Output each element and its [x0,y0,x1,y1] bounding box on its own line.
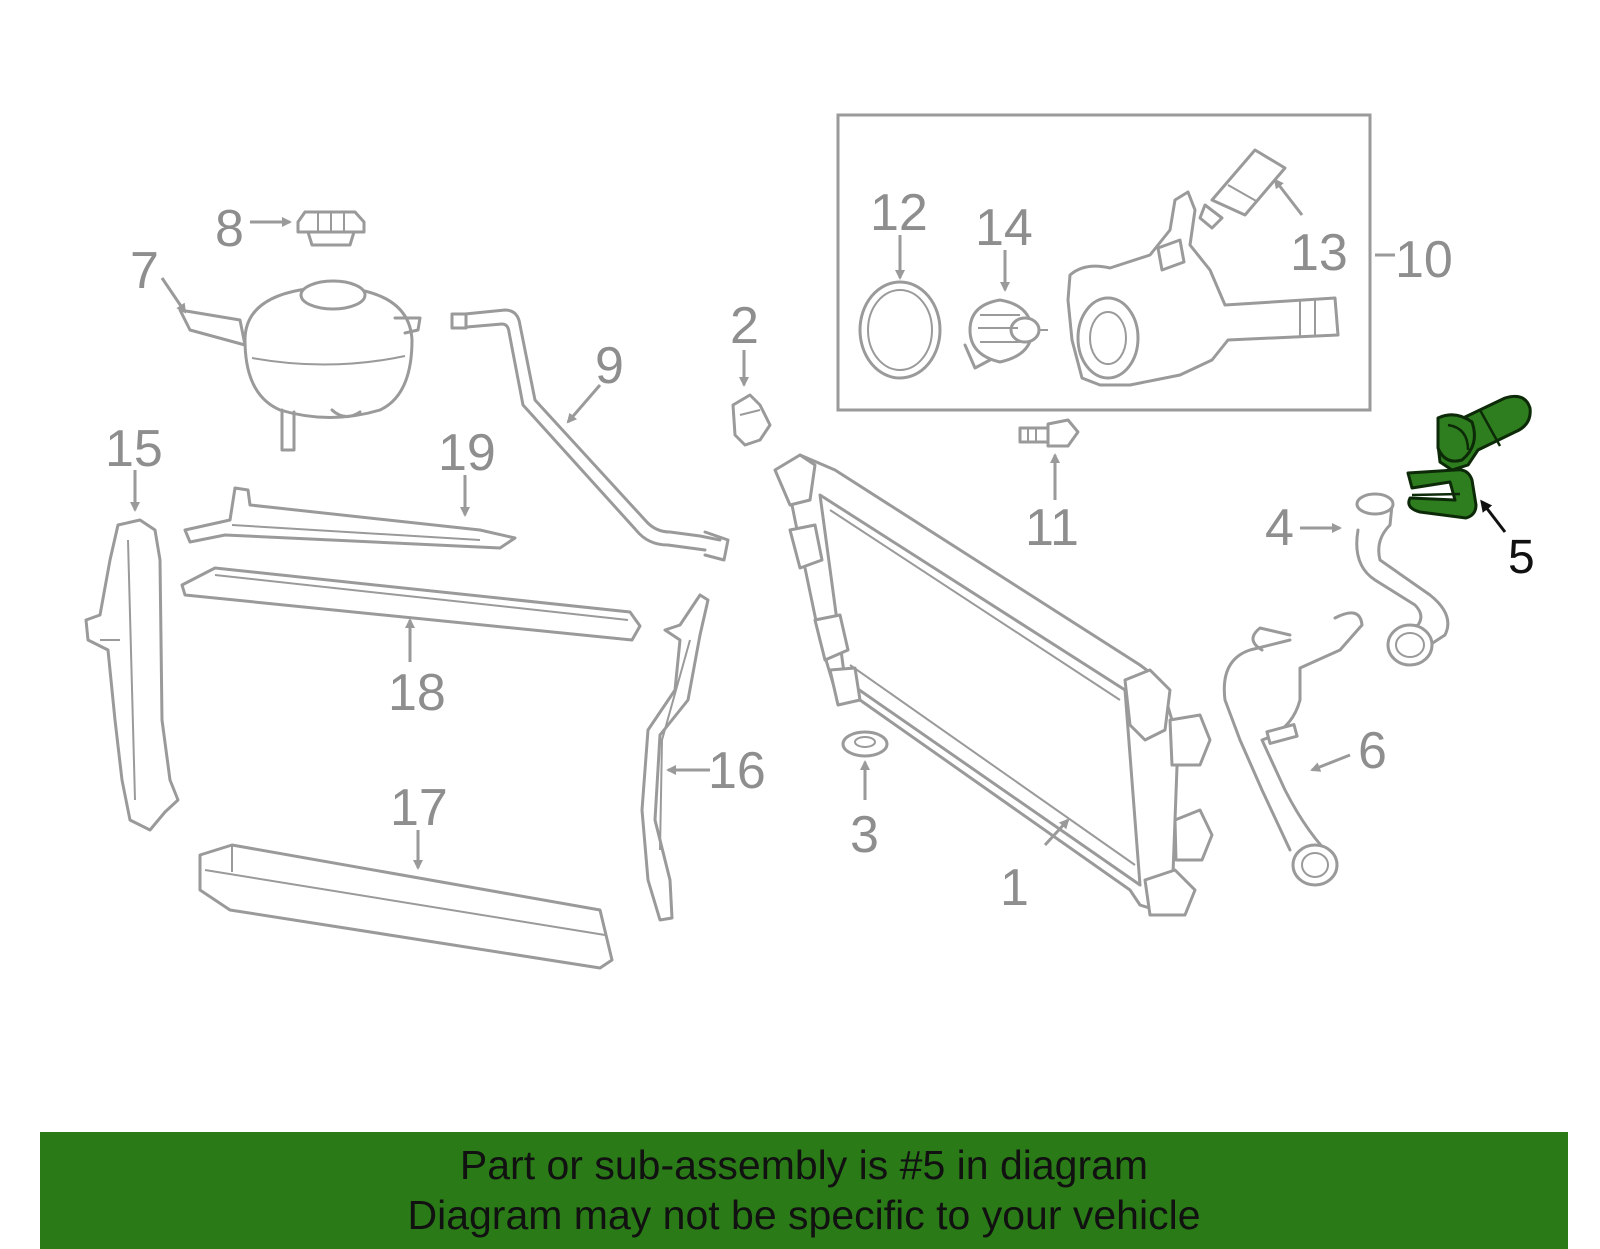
part-13-sensor [1198,148,1287,230]
info-banner: Part or sub-assembly is #5 in diagram Di… [40,1132,1568,1249]
callout-17: 17 [390,779,448,837]
part-11-bolt [1018,418,1080,448]
callout-15: 15 [105,420,163,478]
callout-18: 18 [388,664,446,722]
callout-11: 11 [1025,499,1079,557]
part-10-housing [1066,190,1340,387]
part-17-lower-panel [198,843,614,970]
part-9-hose [450,308,730,562]
callout-8: 8 [215,200,244,258]
callout-12: 12 [870,184,928,242]
callout-16: 16 [708,742,766,800]
part-4-hose [1355,492,1450,667]
callout-10: 10 [1395,231,1453,289]
subassembly-10-box [836,113,1372,412]
banner-line-1: Part or sub-assembly is #5 in diagram [459,1142,1149,1188]
callout-7: 7 [130,242,159,300]
part-12-gasket [858,280,942,380]
part-15-side-bracket [84,518,180,832]
part-7-reservoir [178,279,422,452]
callout-19: 19 [438,424,496,482]
part-14-thermostat [963,298,1048,370]
callout-4: 4 [1265,499,1294,557]
callout-6: 6 [1358,722,1387,780]
leader-arrows [130,178,1507,870]
part-8-cap [296,210,366,247]
part-6-hose [1222,611,1364,887]
part-1-radiator [773,453,1214,917]
part-18-tiebar [180,566,642,642]
part-5-hose-highlighted[interactable] [1406,394,1532,520]
part-3-grommet [841,730,889,758]
callout-13: 13 [1290,224,1348,282]
banner-line-2: Diagram may not be specific to your vehi… [407,1192,1201,1238]
callout-1: 1 [1000,859,1029,917]
part-2-clip [731,393,772,447]
callout-14: 14 [975,199,1033,257]
callout-9: 9 [595,337,624,395]
part-19-bracket [183,486,517,550]
callout-3: 3 [850,806,879,864]
callout-5: 5 [1508,531,1535,584]
callout-2: 2 [730,297,759,355]
part-16-side-bracket [640,593,710,922]
